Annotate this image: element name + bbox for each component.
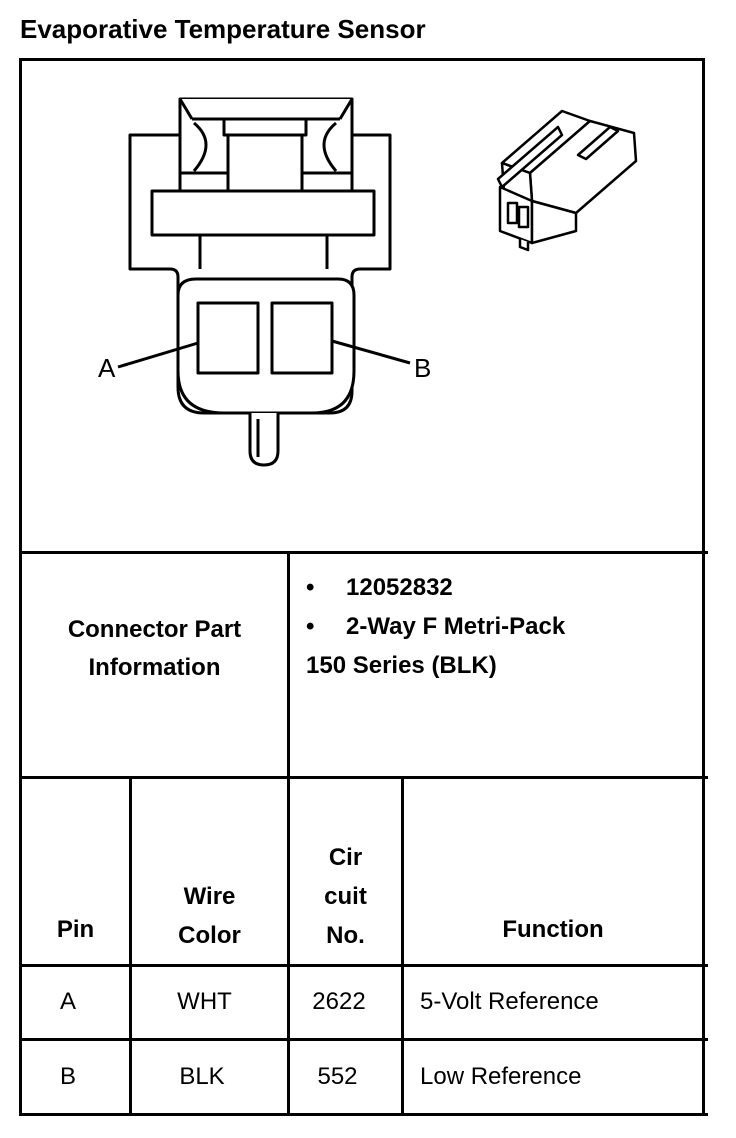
header-wire-color-line1: Wire <box>183 883 236 910</box>
row-a-function: 5-Volt Reference <box>420 988 599 1015</box>
header-function: Function <box>502 916 604 943</box>
divider-diagram-info <box>19 551 708 554</box>
connector-type-text: 2-Way F Metri-Pack <box>346 613 566 640</box>
part-number-text: 12052832 <box>346 574 453 601</box>
column-divider-circuit <box>287 551 290 1116</box>
column-divider-wire-color <box>129 776 132 1116</box>
connector-info-label-line1: Connector Part <box>67 616 242 643</box>
connector-type: • 2-Way F Metri-Pack <box>306 613 565 641</box>
connector-series: 150 Series (BLK) <box>306 652 497 679</box>
row-a-wire-color: WHT <box>177 988 232 1015</box>
bullet-icon: • <box>306 613 315 640</box>
header-circuit-line1: Cir <box>328 844 363 871</box>
divider-row-a-b <box>19 1038 708 1041</box>
header-circuit-no: Cir cuit No. <box>290 838 401 955</box>
row-a-circuit: 2622 <box>312 988 366 1015</box>
connector-key-tab <box>248 413 280 467</box>
connector-lock-tab <box>150 189 376 237</box>
pin-b-label: B <box>414 353 431 383</box>
header-pin: Pin <box>56 916 95 943</box>
header-wire-color: Wire Color <box>132 877 287 955</box>
header-wire-color-line2: Color <box>178 922 241 949</box>
pin-a-label: A <box>98 353 116 383</box>
divider-table-bottom <box>19 1113 708 1116</box>
row-b-circuit: 552 <box>317 1063 358 1090</box>
row-a-pin: A <box>59 988 76 1015</box>
row-b-pin: B <box>59 1063 76 1090</box>
column-divider-function <box>401 776 404 1116</box>
page-title: Evaporative Temperature Sensor <box>20 14 426 44</box>
row-b-function: Low Reference <box>420 1063 582 1090</box>
connector-info-label: Connector Part Information <box>22 573 287 687</box>
connector-part-number: • 12052832 <box>306 574 453 602</box>
pin-a-cavity <box>196 301 260 375</box>
divider-header-rows <box>19 964 708 967</box>
connector-table-frame <box>19 58 705 1116</box>
connector-face-diagram: A B <box>98 97 638 467</box>
bullet-icon: • <box>306 574 315 601</box>
connector-info-label-line2: Information <box>88 654 221 681</box>
divider-info-table <box>19 776 708 779</box>
header-circuit-line3: No. <box>326 922 365 949</box>
row-b-wire-color: BLK <box>179 1063 225 1090</box>
pin-b-cavity <box>270 301 334 375</box>
connector-isometric-view <box>496 109 638 252</box>
header-circuit-line2: cuit <box>324 883 367 910</box>
